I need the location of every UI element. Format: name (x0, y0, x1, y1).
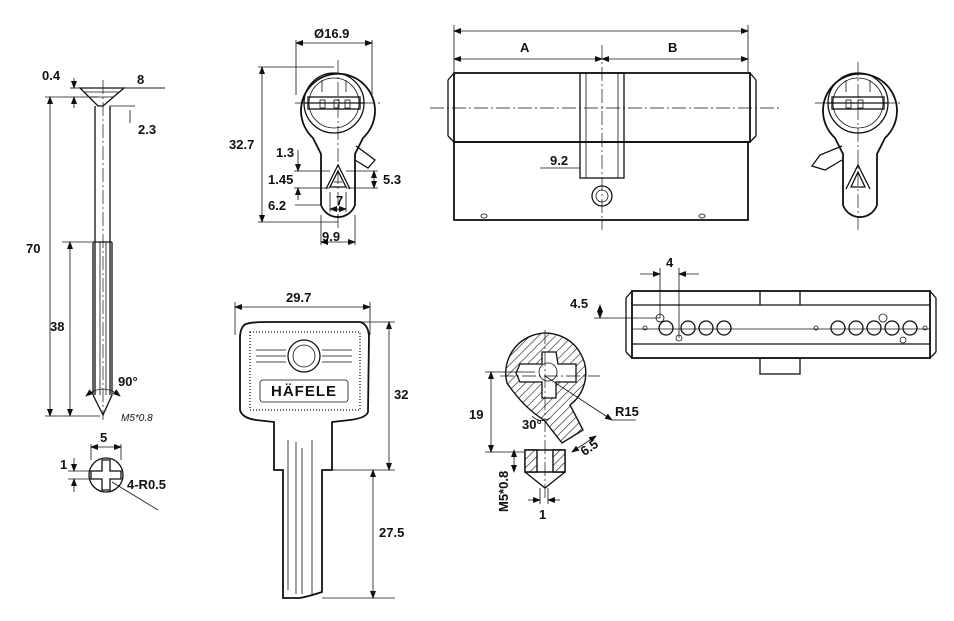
dim-profile-height: 32.7 (229, 137, 254, 152)
pin-layout-view: 4 4.5 (570, 255, 937, 375)
key-view: HÄFELE 29.7 32 27.5 (234, 290, 408, 599)
dim-slot-thick: 1 (60, 457, 67, 472)
dim-key-width: 29.7 (286, 290, 311, 305)
dim-radius: 4-R0.5 (127, 477, 166, 492)
dim-slot-width: 5 (100, 430, 107, 445)
pin-row (642, 313, 928, 344)
screw-view: 0.4 8 2.3 70 38 90° M5*0.8 5 1 4-R0.5 (26, 68, 166, 511)
dim-section-radius: R15 (615, 404, 639, 419)
dim-profile-width: 9.9 (322, 229, 340, 244)
dim-profile-e: 7 (336, 193, 343, 208)
dim-profile-d: 5.3 (383, 172, 401, 187)
dim-length: 70 (26, 241, 40, 256)
dim-section-cam: 6.5 (578, 436, 601, 459)
cylinder-side-view: A B 9.2 (430, 25, 780, 230)
dim-section-thread: M5*0.8 (496, 471, 511, 512)
dim-pin-offset: 4.5 (570, 296, 588, 311)
dim-thread: M5*0.8 (121, 413, 153, 424)
dim-key-blade: 27.5 (379, 525, 404, 540)
dim-angle: 90° (118, 374, 138, 389)
dim-head-dia: 8 (137, 72, 144, 87)
dim-profile-b: 1.45 (268, 172, 293, 187)
cylinder-front-view (810, 62, 900, 230)
dim-cone: 2.3 (138, 122, 156, 137)
dim-cyl-b: B (668, 40, 677, 55)
key-brand: HÄFELE (271, 383, 337, 400)
dim-pin-pitch: 4 (666, 255, 674, 270)
section-view: 19 R15 30° 6.5 M5*0.8 1 (469, 330, 639, 522)
dim-profile-dia: Ø16.9 (314, 26, 349, 41)
profile-view: Ø16.9 32.7 1.3 1.45 6.2 5.3 7 9.9 (229, 26, 401, 245)
dim-profile-c: 6.2 (268, 198, 286, 213)
dim-cyl-a: A (520, 40, 530, 55)
dim-section-gap: 1 (539, 507, 546, 522)
dim-section-height: 19 (469, 407, 483, 422)
dim-cyl-cam: 9.2 (550, 153, 568, 168)
dim-profile-a: 1.3 (276, 145, 294, 160)
dim-section-angle: 30° (522, 417, 542, 432)
dim-head-depth: 0.4 (42, 68, 61, 83)
dim-key-head: 32 (394, 387, 408, 402)
dim-shank: 38 (50, 319, 64, 334)
